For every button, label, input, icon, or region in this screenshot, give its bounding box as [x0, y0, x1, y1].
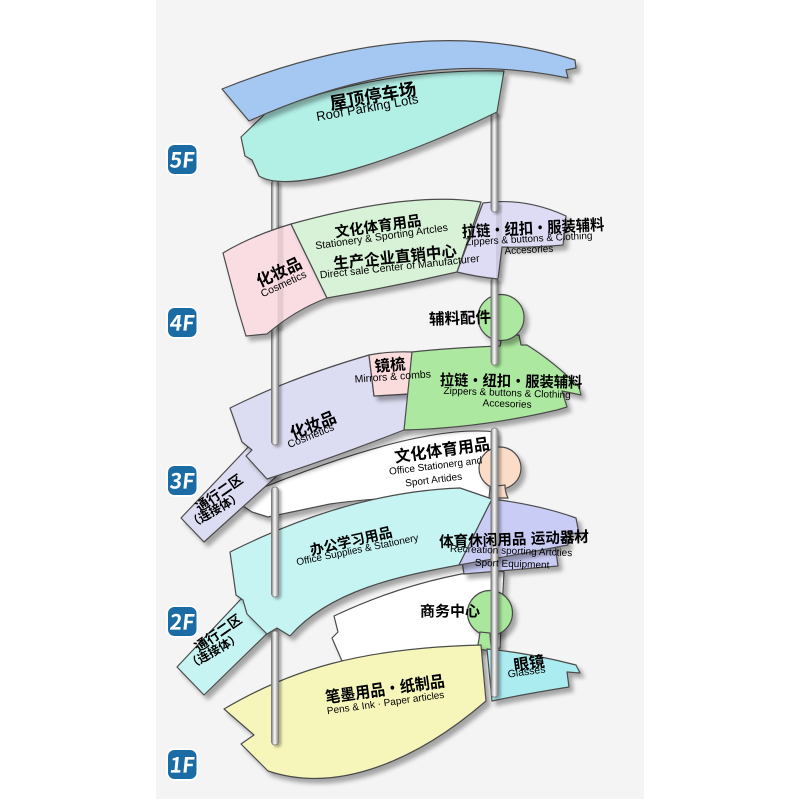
svg-text:Accesories: Accesories: [504, 244, 553, 258]
svg-text:Glasses: Glasses: [507, 663, 546, 680]
svg-text:Sport Equipment: Sport Equipment: [475, 558, 550, 572]
svg-text:Zippers & buttons & Clothing: Zippers & buttons & Clothing: [443, 386, 571, 401]
svg-text:Recreation sporting Artcties: Recreation sporting Artcties: [450, 544, 573, 559]
svg-text:Mirrors & combs: Mirrors & combs: [354, 368, 431, 385]
svg-text:Accesories: Accesories: [482, 398, 531, 411]
